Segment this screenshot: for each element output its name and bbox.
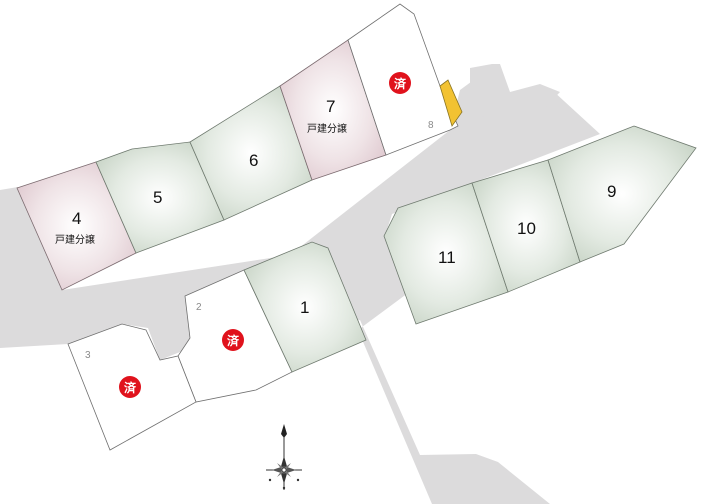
road-east-stub xyxy=(470,64,560,118)
lot-2-number: 2 xyxy=(196,302,202,313)
lot-9-parcel[interactable] xyxy=(547,125,697,263)
lot-11-number: 11 xyxy=(438,248,456,267)
lot-7-number: 7 xyxy=(326,97,335,116)
lot-8-sold-mark: 済 xyxy=(394,76,407,91)
lot-3-sold-badge xyxy=(119,376,141,398)
lot-4-tag: 戸建分譲 xyxy=(55,233,95,246)
lots xyxy=(16,3,697,451)
lot-11-parcel[interactable] xyxy=(383,182,509,325)
lot-8-number: 8 xyxy=(428,120,434,131)
lot-5-number: 5 xyxy=(153,188,162,207)
lot-3-number: 3 xyxy=(85,350,91,361)
compass-rose-icon xyxy=(266,424,302,490)
lot-4-number: 4 xyxy=(72,209,81,228)
lot-labels: 4 戸建分譲 5 6 7 戸建分譲 済 8 2 済 1 3 済 11 10 9 xyxy=(55,72,616,398)
lot-7-tag: 戸建分譲 xyxy=(307,122,347,135)
lot-1-number: 1 xyxy=(300,298,309,317)
lot-6-number: 6 xyxy=(249,151,258,170)
lot-1-parcel[interactable] xyxy=(243,241,367,373)
lot-2-sold-badge xyxy=(222,329,244,351)
lot-2-sold-mark: 済 xyxy=(227,333,240,348)
lot-3-sold-mark: 済 xyxy=(124,380,137,395)
lot-9-number: 9 xyxy=(607,182,616,201)
lot-8-small-parcel[interactable] xyxy=(439,79,463,127)
lot-8-sold-badge xyxy=(389,72,411,94)
lot-10-number: 10 xyxy=(517,219,536,238)
